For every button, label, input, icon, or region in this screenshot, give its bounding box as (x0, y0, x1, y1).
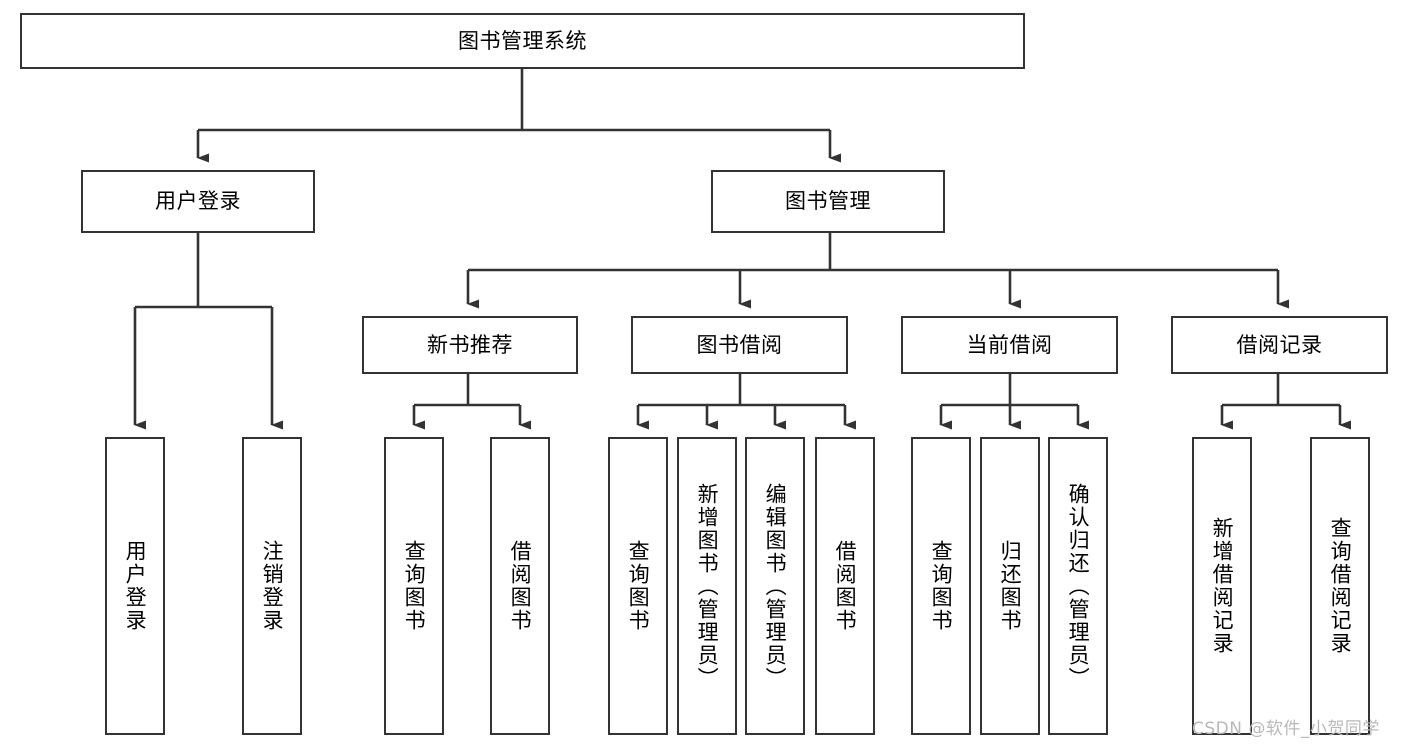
leaf-borrow-books-newbook[interactable]: 借阅图书 (490, 437, 550, 735)
leaf-edit-book-admin[interactable]: 编辑图书（管理员） (745, 437, 805, 735)
node-label: 编辑图书（管理员） (763, 482, 788, 690)
node-root-book-management-system[interactable]: 图书管理系统 (20, 13, 1025, 69)
node-label: 新增借阅记录 (1210, 517, 1235, 655)
node-label: 图书借阅 (696, 332, 783, 357)
node-label: 查询图书 (402, 540, 427, 632)
node-label: 新书推荐 (427, 332, 513, 357)
node-label: 借阅图书 (508, 540, 533, 632)
node-label: 用户登录 (123, 540, 148, 632)
node-book-management[interactable]: 图书管理 (711, 170, 945, 233)
node-label: 用户登录 (155, 189, 241, 214)
leaf-confirm-return-admin[interactable]: 确认归还（管理员） (1048, 437, 1108, 735)
node-label: 借阅图书 (833, 540, 858, 632)
node-user-login[interactable]: 用户登录 (81, 170, 315, 233)
node-label: 归还图书 (998, 540, 1023, 632)
leaf-query-books-current[interactable]: 查询图书 (911, 437, 971, 735)
node-borrowing-record[interactable]: 借阅记录 (1171, 316, 1388, 374)
leaf-add-borrowing-record[interactable]: 新增借阅记录 (1192, 437, 1252, 735)
node-label: 确认归还（管理员） (1066, 482, 1091, 690)
node-current-borrowing[interactable]: 当前借阅 (901, 316, 1118, 374)
node-label: 注销登录 (260, 540, 285, 632)
node-new-book-recommendation[interactable]: 新书推荐 (362, 316, 578, 374)
leaf-query-borrowing-record[interactable]: 查询借阅记录 (1310, 437, 1370, 735)
leaf-user-login[interactable]: 用户登录 (105, 437, 165, 735)
leaf-add-book-admin[interactable]: 新增图书（管理员） (677, 437, 737, 735)
leaf-query-books-newbook[interactable]: 查询图书 (384, 437, 444, 735)
leaf-query-books-borrow[interactable]: 查询图书 (608, 437, 668, 735)
leaf-borrow-books-borrow[interactable]: 借阅图书 (815, 437, 875, 735)
node-label: 新增图书（管理员） (695, 482, 720, 690)
node-label: 借阅记录 (1236, 332, 1323, 357)
node-label: 查询图书 (929, 540, 954, 632)
node-book-borrowing[interactable]: 图书借阅 (631, 316, 848, 374)
node-label: 查询图书 (626, 540, 651, 632)
leaf-logout[interactable]: 注销登录 (242, 437, 302, 735)
watermark: CSDN @软件_小贺同学 (1192, 719, 1380, 739)
node-label: 查询借阅记录 (1328, 517, 1353, 655)
leaf-return-books[interactable]: 归还图书 (980, 437, 1040, 735)
node-label: 当前借阅 (966, 332, 1053, 357)
node-label: 图书管理 (785, 189, 871, 214)
node-label: 图书管理系统 (458, 28, 587, 53)
